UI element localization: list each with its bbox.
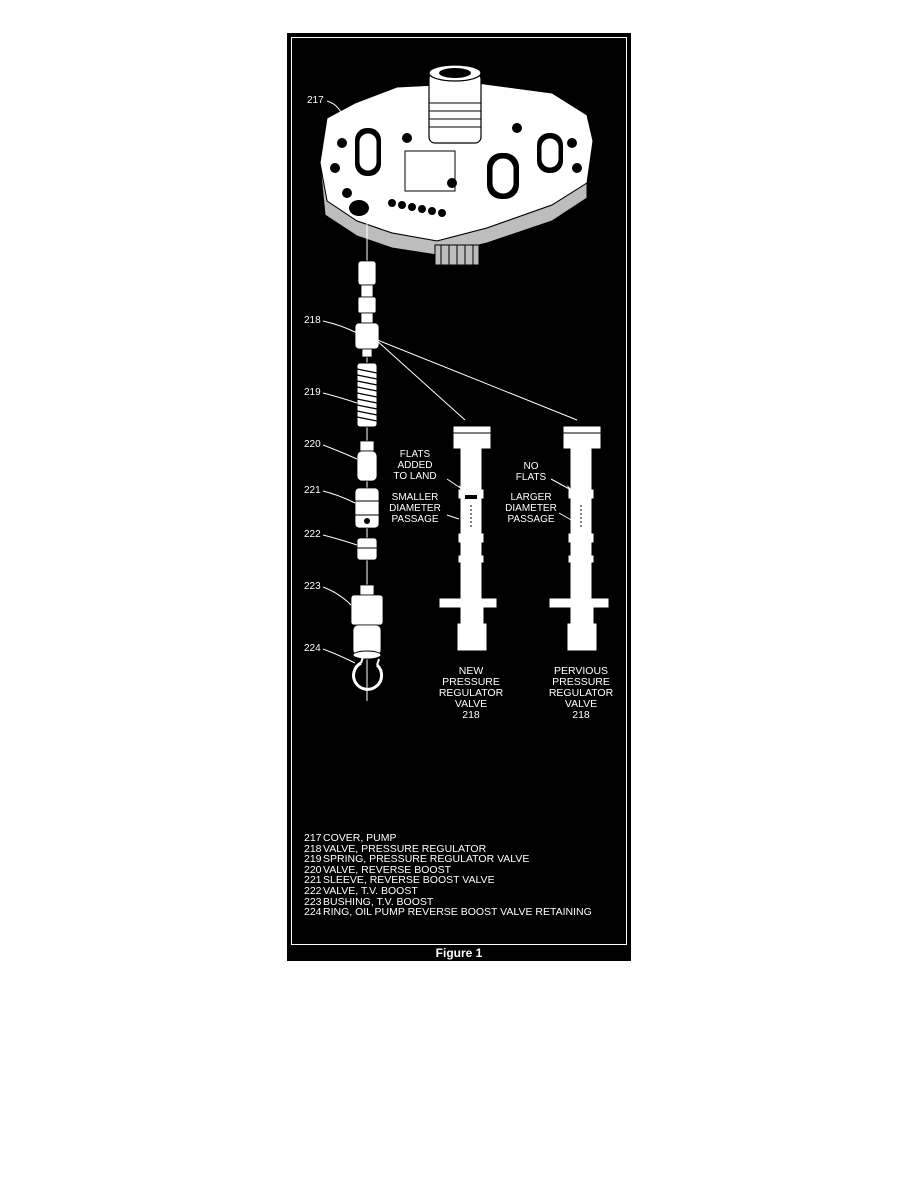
label-222: 222 (304, 529, 321, 540)
previous-passage-line-1: LARGER (510, 492, 551, 503)
legend-item: 222VALVE, T.V. BOOST (304, 884, 418, 897)
new-passage-line-1: SMALLER (392, 492, 439, 503)
label-221: 221 (304, 485, 321, 496)
new-passage-line-2: DIAMETER (389, 503, 441, 514)
previous-caption-line-5: 218 (572, 709, 590, 721)
label-224: 224 (304, 643, 321, 654)
parts-legend: 217COVER, PUMP 218VALVE, PRESSURE REGULA… (304, 833, 624, 918)
annotation-arrows (446, 478, 574, 522)
legend-item: 218VALVE, PRESSURE REGULATOR (304, 842, 487, 855)
new-caption-line-2: PRESSURE (442, 676, 500, 688)
new-caption-line-4: VALVE (455, 698, 487, 710)
previous-flats-line-2: FLATS (516, 472, 547, 483)
label-220: 220 (304, 439, 321, 450)
spring-219-illustration (356, 362, 378, 428)
new-flats-line-1: FLATS (400, 449, 431, 460)
figure-caption: Figure 1 (435, 946, 483, 960)
previous-caption-line-3: REGULATOR (549, 687, 614, 699)
valve-222-illustration (356, 537, 378, 561)
new-caption-line-5: 218 (462, 709, 480, 721)
legend-item: 219SPRING, PRESSURE REGULATOR VALVE (304, 853, 530, 866)
label-217: 217 (307, 95, 324, 106)
valve-218-illustration (354, 260, 380, 358)
label-223: 223 (304, 581, 321, 592)
legend-item: 221SLEEVE, REVERSE BOOST VALVE (304, 874, 495, 887)
ring-224-illustration (352, 656, 384, 691)
new-flats-line-2: ADDED (397, 460, 432, 471)
new-flats-line-3: TO LAND (393, 471, 436, 482)
valve-220-illustration (356, 440, 378, 482)
legend-item: 217COVER, PUMP (304, 832, 397, 844)
previous-passage-line-2: DIAMETER (505, 503, 557, 514)
previous-caption-line-1: PERVIOUS (554, 665, 608, 677)
legend-item: 224RING, OIL PUMP REVERSE BOOST VALVE RE… (304, 906, 592, 919)
new-valve-detail (438, 425, 498, 652)
previous-caption-line-4: VALVE (565, 698, 597, 710)
previous-passage-line-3: PASSAGE (507, 514, 554, 525)
previous-caption-line-2: PRESSURE (552, 676, 610, 688)
new-caption-line-1: NEW (459, 665, 484, 677)
sleeve-221-illustration (354, 487, 380, 529)
previous-valve-detail (548, 425, 610, 652)
legend-item: 223BUSHING, T.V. BOOST (304, 895, 434, 908)
bushing-223-illustration (350, 584, 384, 660)
leader-lines (322, 100, 578, 664)
legend-item: 220VALVE, REVERSE BOOST (304, 863, 451, 876)
new-passage-line-3: PASSAGE (391, 514, 438, 525)
label-219: 219 (304, 387, 321, 398)
new-caption-line-3: REGULATOR (439, 687, 504, 699)
figure-frame (291, 37, 627, 945)
label-218: 218 (304, 315, 321, 326)
exploded-view-diagram: 217 218 219 220 221 222 223 224 FLATS AD… (304, 64, 614, 721)
previous-flats-line-1: NO (524, 461, 539, 472)
pump-cover-illustration (319, 64, 594, 266)
